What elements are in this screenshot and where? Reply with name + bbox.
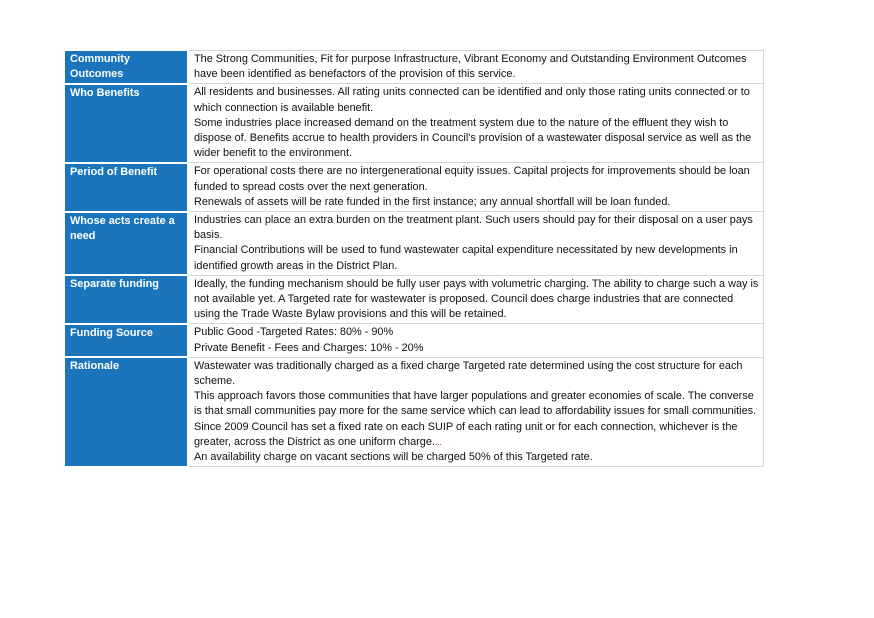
row-heading: Whose acts create a need bbox=[65, 211, 189, 277]
row-heading: Separate funding bbox=[65, 275, 189, 325]
table-row: Community Outcomes The Strong Communitie… bbox=[65, 49, 764, 85]
paragraph: Ideally, the funding mechanism should be… bbox=[194, 277, 759, 321]
row-content: All residents and businesses. All rating… bbox=[187, 83, 764, 164]
row-content: The Strong Communities, Fit for purpose … bbox=[187, 49, 764, 85]
row-heading: Rationale bbox=[65, 357, 189, 468]
table-row: Whose acts create a need Industries can … bbox=[65, 211, 764, 277]
paragraph: Since 2009 Council has set a fixed rate … bbox=[194, 420, 759, 450]
paragraph: This approach favors those communities t… bbox=[194, 390, 757, 418]
paragraph-text: Since 2009 Council has set a fixed rate … bbox=[194, 420, 738, 448]
funding-policy-table: Community Outcomes The Strong Communitie… bbox=[65, 49, 764, 468]
row-content: Ideally, the funding mechanism should be… bbox=[187, 274, 764, 325]
row-content: Wastewater was traditionally charged as … bbox=[187, 356, 764, 468]
table-row: Who Benefits All residents and businesse… bbox=[65, 83, 764, 164]
row-heading: Period of Benefit bbox=[65, 162, 189, 213]
table-row: Period of Benefit For operational costs … bbox=[65, 162, 764, 213]
paragraph: Industries can place an extra burden on … bbox=[194, 214, 753, 242]
table-row: Separate funding Ideally, the funding me… bbox=[65, 274, 764, 325]
row-content: Public Good -Targeted Rates: 80% - 90% P… bbox=[187, 323, 764, 358]
table-row: Funding Source Public Good -Targeted Rat… bbox=[65, 323, 764, 359]
anchor-mark-icon bbox=[435, 440, 441, 445]
row-content: Industries can place an extra burden on … bbox=[187, 211, 764, 276]
row-heading: Who Benefits bbox=[65, 83, 189, 164]
paragraph: Renewals of assets will be rate funded i… bbox=[194, 195, 671, 208]
paragraph: Financial Contributions will be used to … bbox=[194, 244, 738, 272]
paragraph: For operational costs there are no inter… bbox=[194, 165, 750, 193]
row-heading: Funding Source bbox=[65, 323, 189, 359]
table-row: Rationale Wastewater was traditionally c… bbox=[65, 356, 764, 468]
paragraph: Public Good -Targeted Rates: 80% - 90% bbox=[194, 326, 394, 339]
paragraph: Private Benefit - Fees and Charges: 10% … bbox=[194, 341, 424, 354]
row-heading: Community Outcomes bbox=[65, 50, 189, 85]
paragraph: Some industries place increased demand o… bbox=[194, 116, 752, 160]
paragraph: An availability charge on vacant section… bbox=[194, 451, 593, 464]
paragraph: Wastewater was traditionally charged as … bbox=[194, 359, 743, 388]
row-content: For operational costs there are no inter… bbox=[187, 162, 764, 213]
paragraph: All residents and businesses. All rating… bbox=[194, 86, 750, 114]
paragraph: The Strong Communities, Fit for purpose … bbox=[194, 53, 747, 81]
